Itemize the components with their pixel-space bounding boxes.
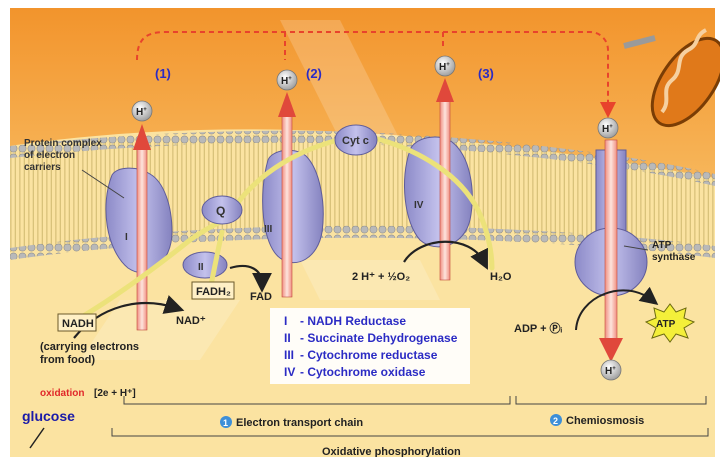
adp-pi-label: ADP + Ⓟᵢ	[514, 321, 563, 335]
q-label: Q	[216, 204, 225, 218]
atp-label: ATP	[656, 319, 676, 330]
complex-II-label: II	[198, 262, 204, 273]
svg-text:2: 2	[553, 416, 558, 426]
oxidation-bracket-label: [2e + H⁺]	[94, 388, 136, 399]
cytochrome-c: Cyt c	[335, 125, 377, 155]
proton-h-plus-atp-top: H+	[598, 118, 618, 138]
step-2-label: (2)	[306, 66, 322, 81]
cyt-c-label: Cyt c	[342, 135, 369, 147]
nadh-label: NADH	[62, 318, 94, 330]
proton-h-plus-3: H+	[435, 56, 455, 76]
complex-I-label: I	[125, 232, 128, 243]
ubiquinone-q: Q	[202, 196, 242, 224]
step-1-label: (1)	[155, 66, 171, 81]
oxidative-phosphorylation-label: Oxidative phosphorylation	[322, 446, 461, 457]
svg-text:1: 1	[223, 418, 228, 428]
legend-row-2: II- Succinate Dehydrogenase	[284, 331, 458, 345]
etc-label: Electron transport chain	[236, 417, 363, 429]
chemiosmosis-label: Chemiosmosis	[566, 415, 644, 427]
fad-label: FAD	[250, 291, 272, 303]
step-3-label: (3)	[478, 66, 494, 81]
complex-IV-label: IV	[414, 200, 424, 211]
proton-h-plus-atp-bottom: H+	[601, 360, 621, 380]
water-label: H₂O	[490, 271, 512, 283]
proton-h-plus-1: H+	[132, 101, 152, 121]
legend-row-4: IV- Cytochrome oxidase	[284, 365, 426, 379]
complex-II: II	[183, 252, 227, 278]
legend-row-3: III- Cytochrome reductase	[284, 348, 438, 362]
fadh2-label: FADH₂	[196, 286, 231, 298]
complex-III-label: III	[264, 224, 273, 235]
oxidation-label: oxidation	[40, 388, 84, 399]
proton-h-plus-2: H+	[277, 70, 297, 90]
chemiosmosis-badge: 2	[550, 414, 562, 426]
nad-plus-label: NAD⁺	[176, 315, 206, 327]
glucose-label: glucose	[22, 408, 75, 424]
legend-row-1: I- NADH Reductase	[284, 314, 406, 328]
oxygen-reaction-label: 2 H⁺ + ½O₂	[352, 271, 410, 283]
etc-badge: 1	[220, 416, 232, 428]
